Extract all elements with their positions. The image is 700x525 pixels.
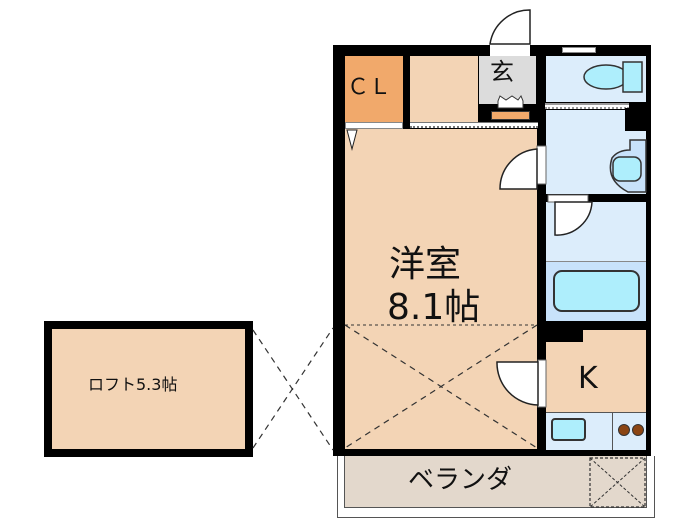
kitchen-door-frame <box>537 359 547 408</box>
slippers-icon <box>497 94 524 109</box>
toilet-bowl-icon <box>583 64 629 90</box>
closet-room <box>345 56 403 122</box>
western-room-size: 8.1帖 <box>387 287 481 328</box>
loft-connector-line <box>252 327 334 449</box>
kitchen-room <box>546 330 646 412</box>
outdoor-unit-area <box>589 457 646 508</box>
bathroom-door-frame <box>547 194 589 203</box>
bathtub <box>553 270 640 312</box>
loft-cross-line <box>344 324 538 449</box>
bathroom-door-swing[interactable] <box>554 201 593 236</box>
loft-connector-line <box>252 329 334 451</box>
entrance-step <box>410 122 538 128</box>
toilet-tank-icon <box>622 61 643 93</box>
toilet-window <box>562 47 596 53</box>
kitchen-wall-notch <box>546 328 583 342</box>
entrance-door-frame <box>490 44 530 56</box>
kitchen-label: K <box>578 361 598 396</box>
kitchen-door-swing[interactable] <box>496 361 539 406</box>
closet-door-strip <box>345 122 403 129</box>
entrance-label: 玄 <box>490 58 514 86</box>
storage-room <box>410 56 478 122</box>
closet-label: ＣＬ <box>347 75 392 100</box>
entrance-room <box>479 56 536 104</box>
washbasin-icon <box>612 156 642 182</box>
toilet-partition <box>545 103 629 109</box>
loft-room <box>44 321 253 457</box>
kitchen-sink <box>551 418 586 441</box>
stove-burner-icon <box>632 424 644 436</box>
western-room-label: 洋室 <box>389 244 462 285</box>
stove-burner-icon <box>618 424 630 436</box>
loft-label: ロフト5.3帖 <box>88 375 178 394</box>
veranda-label: ベランダ <box>408 465 513 495</box>
veranda <box>344 456 647 508</box>
entrance-door-swing[interactable] <box>489 9 531 45</box>
outdoor-unit-cross <box>589 457 646 508</box>
closet-door-marker <box>346 129 358 151</box>
washroom-door-swing[interactable] <box>499 148 538 190</box>
shoe-box <box>491 111 530 120</box>
washroom-door-frame <box>536 145 547 185</box>
wash-wall-block <box>625 108 647 131</box>
